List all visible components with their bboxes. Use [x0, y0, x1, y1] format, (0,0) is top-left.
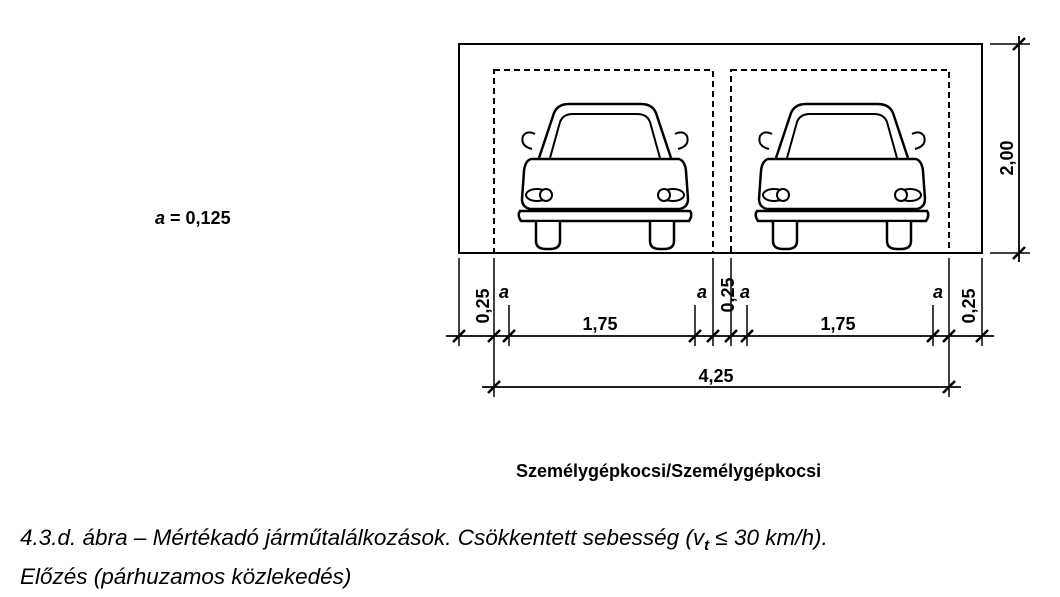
caption-line-1: 4.3.d. ábra – Mértékadó járműtalálkozáso… — [20, 522, 828, 561]
clearance-a-label-1: a — [499, 282, 509, 302]
height-dimension-label: 2,00 — [997, 140, 1017, 175]
car-right-icon — [754, 102, 930, 251]
caption-line-1-end: ≤ 30 km/h). — [709, 525, 828, 550]
vehicle-envelope-right — [730, 69, 950, 254]
clearance-box — [458, 43, 983, 254]
total-width-label: 4,25 — [698, 366, 733, 386]
total-width-dimension — [482, 379, 961, 395]
clearance-parameter: a = 0,125 — [155, 208, 231, 229]
edge-gap-middle-label: 0,25 — [718, 277, 738, 312]
clearance-a-label-2: a — [697, 282, 707, 302]
edge-gap-right-label: 0,25 — [959, 288, 979, 323]
caption-line-2: Előzés (párhuzamos közlekedés) — [20, 564, 352, 589]
lane-width-right-label: 1,75 — [820, 314, 855, 334]
caption-subscript: t — [704, 537, 710, 554]
clearance-a-label-3: a — [740, 282, 750, 302]
parameter-symbol: a — [155, 208, 166, 228]
parameter-value: = 0,125 — [165, 208, 231, 228]
width-dimension-row — [446, 328, 994, 344]
figure-caption: 4.3.d. ábra – Mértékadó járműtalálkozáso… — [20, 522, 828, 592]
height-dimension — [990, 36, 1030, 262]
lane-width-left-label: 1,75 — [582, 314, 617, 334]
vehicle-envelope-left — [493, 69, 714, 254]
car-left-icon — [517, 102, 693, 251]
vehicle-pair-label: Személygépkocsi/Személygépkocsi — [516, 461, 822, 481]
edge-gap-left-label: 0,25 — [473, 288, 493, 323]
caption-line-1-text: 4.3.d. ábra – Mértékadó járműtalálkozáso… — [20, 525, 705, 550]
extension-lines — [458, 258, 983, 397]
clearance-a-label-4: a — [933, 282, 943, 302]
